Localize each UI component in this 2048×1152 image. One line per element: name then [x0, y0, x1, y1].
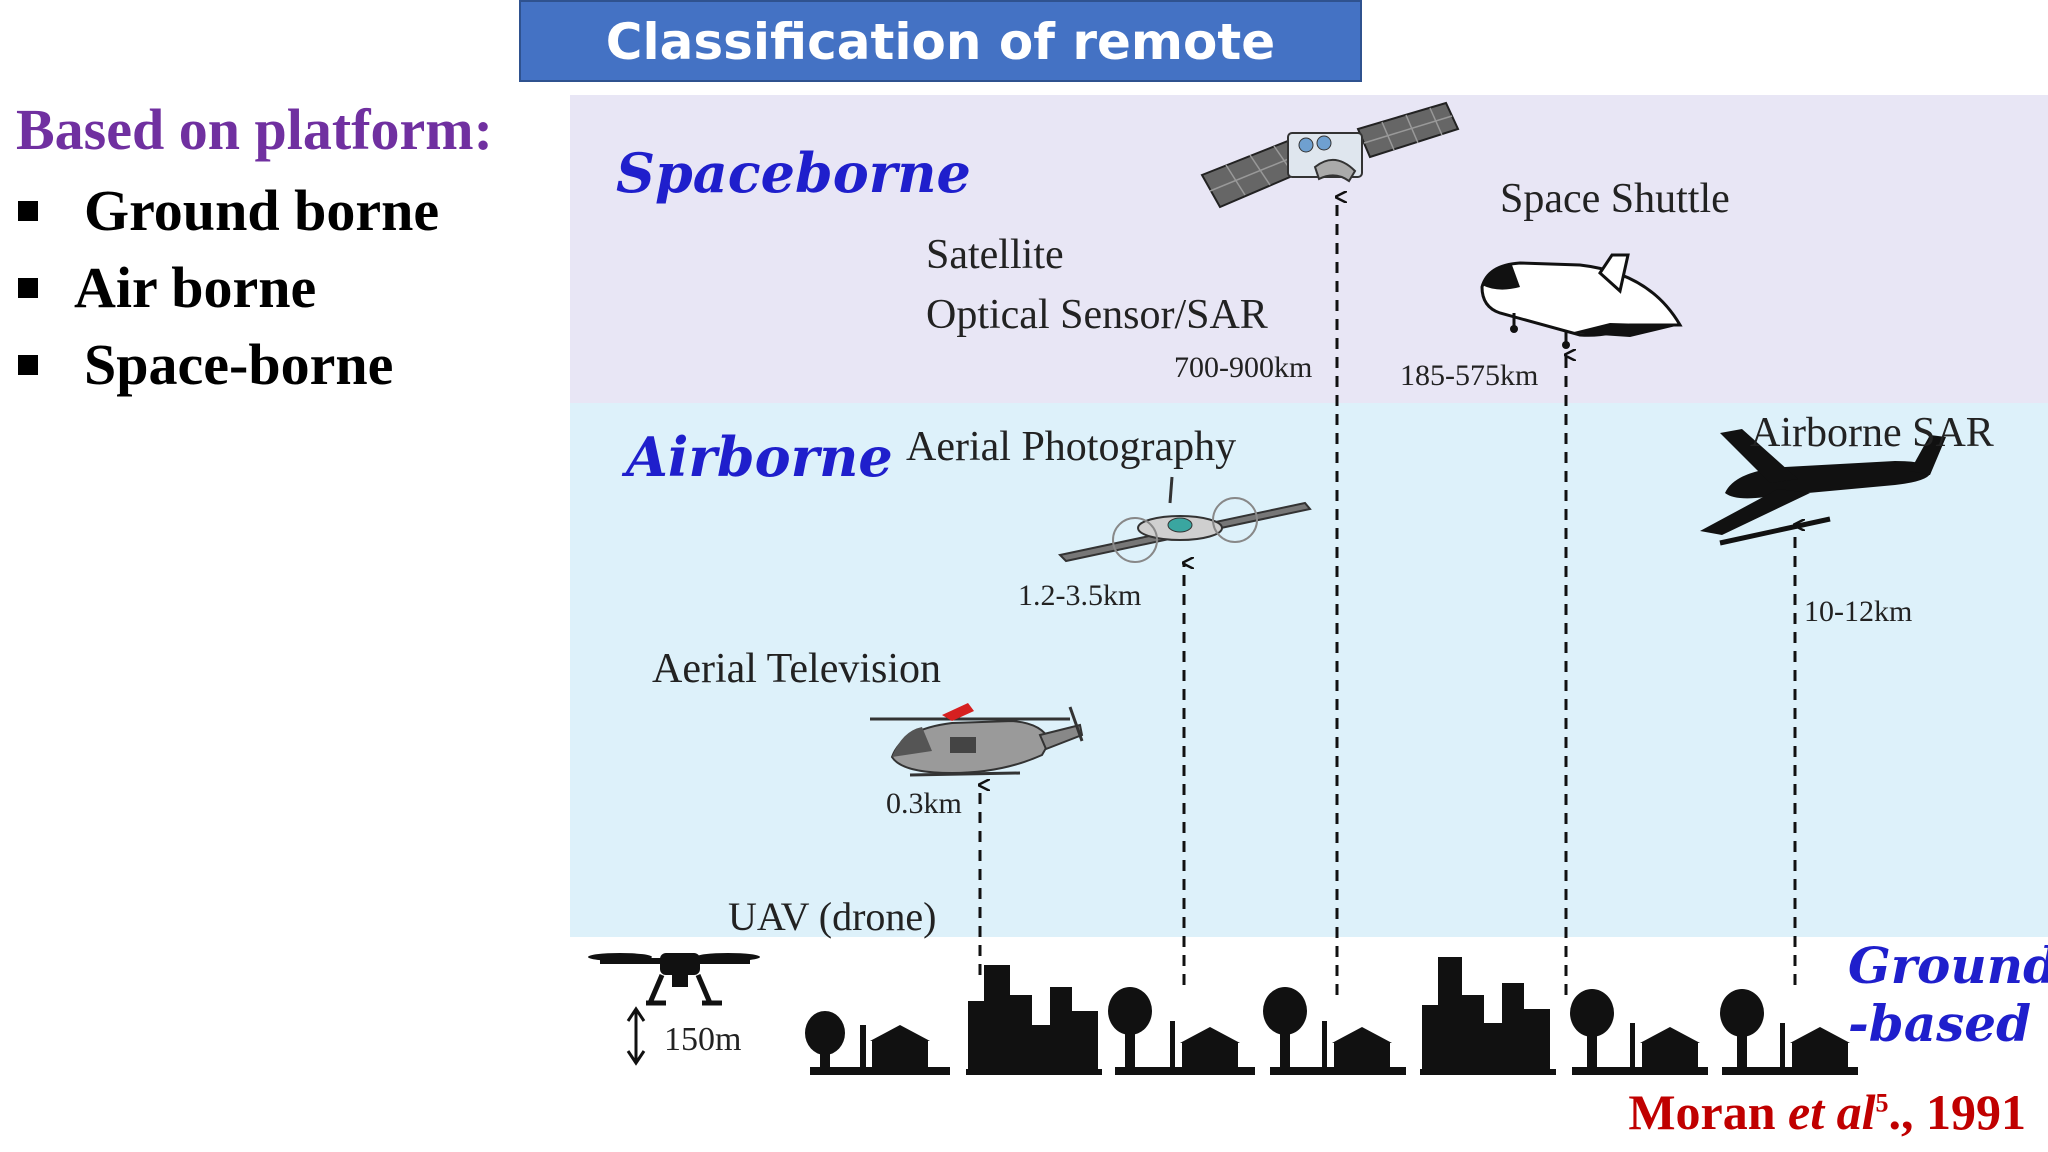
bullet-square-icon — [18, 200, 38, 221]
satellite-altitude: 700-900km — [1174, 351, 1313, 384]
aerial-photo-altitude: 1.2-3.5km — [1018, 579, 1142, 612]
section-heading: Based on platform: — [16, 97, 493, 162]
bullet-square-icon — [18, 354, 38, 375]
tree-house-group — [1720, 989, 1858, 1075]
aerial-photography-label: Aerial Photography — [906, 424, 1237, 470]
satellite-label: Satellite — [926, 232, 1064, 278]
slide-title: Classification of remote sensing — [519, 0, 1362, 151]
city-skyline — [1420, 957, 1556, 1075]
double-arrow-icon — [626, 1006, 646, 1066]
aerial-television-label: Aerial Television — [652, 646, 942, 692]
drone-icon — [588, 953, 760, 1006]
shuttle-altitude: 185-575km — [1400, 359, 1539, 392]
uav-label: UAV (drone) — [728, 894, 937, 939]
tree-house-group — [1108, 987, 1255, 1075]
city-skyline — [966, 965, 1102, 1075]
airborne-sar-altitude: 10-12km — [1804, 595, 1913, 628]
airborne-sar-jet-icon — [1700, 429, 1946, 546]
citation: Moran et al5., 1991 — [1628, 1084, 2026, 1140]
helicopter-icon — [870, 703, 1084, 777]
bullet-square-icon — [18, 277, 38, 298]
airborne-sar-label: Airborne SAR — [1750, 410, 1994, 456]
satellite-sensor-label: Optical Sensor/SAR — [926, 292, 1268, 338]
helicopter-altitude: 0.3km — [886, 787, 962, 820]
space-shuttle-icon — [1480, 253, 1683, 349]
diagram-artwork — [588, 101, 1946, 1075]
list-item: Space-borne — [18, 326, 439, 403]
list-item: Air borne — [18, 249, 439, 326]
space-shuttle-label: Space Shuttle — [1500, 176, 1730, 222]
satellite-icon — [1200, 101, 1460, 209]
tree-house-group — [1570, 989, 1708, 1075]
list-item: Ground borne — [18, 172, 439, 249]
spaceborne-label: Spaceborne — [616, 141, 971, 205]
ground-silhouettes — [805, 957, 1858, 1075]
drone-altitude: 150m — [664, 1021, 742, 1058]
platform-list: Ground borne Air borne Space-borne — [18, 172, 439, 403]
aerial-photo-plane-icon — [1057, 476, 1312, 563]
tree-house-group — [805, 1011, 950, 1075]
platform-altitude-diagram: Spaceborne Airborne Ground -based Satell… — [570, 95, 2048, 1075]
tree-house-group — [1263, 987, 1406, 1075]
ground-based-label: Ground -based — [1848, 936, 2048, 1053]
airborne-label: Airborne — [626, 425, 893, 489]
